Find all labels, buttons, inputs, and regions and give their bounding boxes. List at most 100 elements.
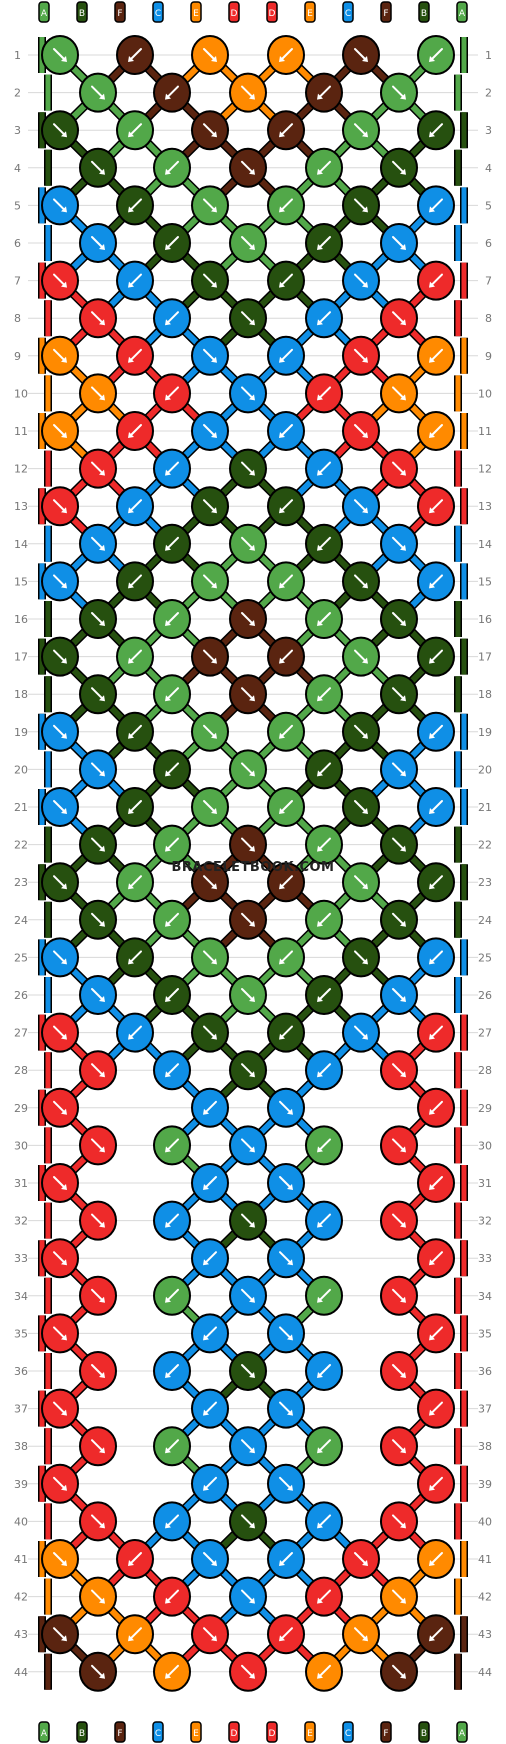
knot: [116, 335, 154, 376]
knot-arrow: [129, 424, 142, 437]
knot-arrowhead: [429, 507, 435, 514]
row-number-right: 21: [478, 801, 492, 814]
strand-label-bottom-tab: [76, 1721, 88, 1743]
row-number-left: 26: [14, 989, 28, 1002]
row-number-left: 5: [14, 199, 21, 212]
knot-arrowhead: [429, 958, 435, 965]
knot: [305, 749, 343, 790]
knot-arrow: [203, 198, 216, 212]
knot: [380, 523, 418, 564]
knot: [380, 298, 418, 339]
knot: [380, 147, 418, 188]
strand-label-top-tab: [456, 1, 468, 23]
knot-arrowhead: [61, 206, 67, 213]
knot-arrow: [430, 1627, 443, 1641]
knot: [342, 711, 380, 752]
knot-arrowhead: [249, 620, 255, 626]
knot: [41, 636, 79, 677]
knot: [342, 486, 380, 527]
knot: [417, 561, 455, 602]
knot: [116, 1539, 154, 1579]
knot: [41, 185, 79, 226]
knot: [305, 1351, 343, 1391]
knot-arrow: [91, 988, 104, 1001]
knot-arrow: [129, 875, 142, 889]
knot-arrowhead: [99, 845, 105, 852]
knot-arrow: [91, 1664, 104, 1678]
knot: [79, 749, 117, 790]
knot-arrow: [430, 1025, 443, 1039]
knot-arrowhead: [429, 281, 435, 288]
knot: [380, 1351, 418, 1391]
knot: [191, 35, 229, 75]
row-number-right: 6: [485, 237, 492, 250]
knot: [116, 185, 154, 226]
knot-arrowhead: [400, 1597, 406, 1604]
row-number-right: 30: [478, 1139, 492, 1152]
knot-arrowhead: [211, 356, 217, 363]
knot-arrow: [392, 85, 405, 99]
row-number-left: 22: [14, 839, 28, 852]
knot: [267, 486, 305, 527]
knot: [41, 486, 79, 527]
knot-arrow: [318, 461, 331, 475]
knot-arrowhead: [99, 93, 105, 100]
knot-arrowhead: [61, 356, 67, 363]
knot-arrow: [129, 273, 142, 287]
knot: [79, 599, 117, 639]
knot-arrowhead: [287, 1259, 293, 1266]
knot-arrowhead: [61, 1259, 67, 1266]
row-number-right: 36: [478, 1365, 492, 1378]
knot-arrow: [430, 1100, 443, 1114]
row-number-left: 34: [14, 1290, 28, 1303]
knot: [41, 1012, 79, 1053]
knot: [116, 711, 154, 752]
knot-arrow: [280, 950, 293, 964]
knot-arrowhead: [317, 469, 323, 476]
knot-arrowhead: [400, 544, 406, 551]
strand-label-bottom: D: [269, 1729, 276, 1739]
knot: [191, 787, 229, 827]
knot-arrow: [318, 536, 331, 550]
knot-arrowhead: [211, 958, 217, 965]
knot-arrow: [280, 48, 293, 61]
knot-arrow: [129, 198, 142, 212]
knot-arrowhead: [287, 1484, 293, 1491]
knot: [229, 599, 267, 639]
knot: [342, 1012, 380, 1053]
knot: [116, 862, 154, 903]
knot-arrowhead: [429, 356, 435, 363]
row-number-left: 42: [14, 1591, 28, 1604]
knot-arrowhead: [362, 131, 368, 138]
knot: [229, 975, 267, 1015]
knot-arrow: [280, 875, 293, 889]
knot-arrow: [203, 1025, 216, 1039]
knot-arrow: [354, 499, 367, 513]
knot-arrowhead: [362, 356, 368, 363]
knot-arrow: [53, 424, 66, 437]
knot-arrowhead: [429, 206, 435, 213]
knot: [153, 1200, 191, 1241]
knot-arrow: [392, 912, 405, 926]
strand-label-bottom-tab: [304, 1721, 316, 1743]
row-number-left: 28: [14, 1064, 28, 1077]
knot-arrow: [318, 1514, 331, 1528]
row-number-left: 15: [14, 575, 28, 588]
knot: [191, 862, 229, 903]
knot: [267, 335, 305, 376]
knot-arrow: [241, 1664, 254, 1678]
row-number-left: 30: [14, 1139, 28, 1152]
knot-arrowhead: [429, 1259, 435, 1266]
row-number-right: 35: [478, 1327, 492, 1340]
knot-arrow: [166, 612, 179, 625]
knot: [229, 1426, 267, 1467]
knot-arrowhead: [61, 432, 67, 438]
knot: [191, 1614, 229, 1655]
strand-label-top-tab: [228, 1, 240, 23]
row-number-left: 32: [14, 1215, 28, 1228]
knot-arrowhead: [203, 1184, 209, 1190]
knot-arrowhead: [211, 1635, 217, 1642]
knot: [229, 674, 267, 715]
knot: [153, 147, 191, 188]
knot-arrowhead: [165, 394, 171, 401]
